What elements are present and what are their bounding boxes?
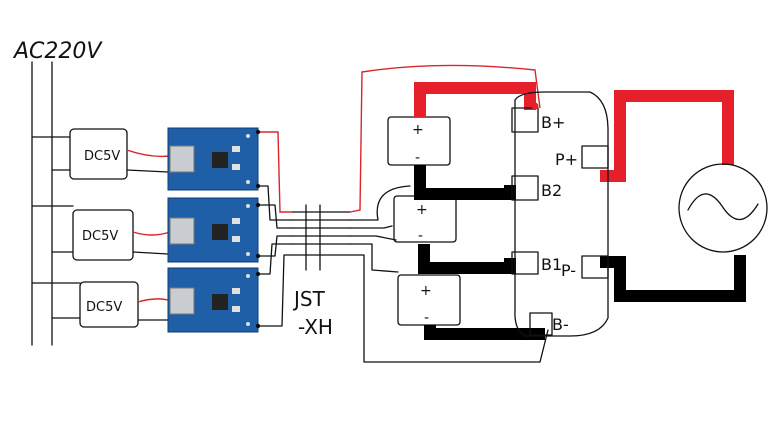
dc5v-module-3: DC5V: [79, 281, 139, 328]
battery-cell-middle: + -: [393, 195, 457, 244]
dc-to-charger-wires: [126, 149, 171, 321]
charger-board-2: [167, 197, 259, 263]
dc5v-module-1: DC5V: [69, 128, 128, 180]
jst-label-xh: -XH: [298, 315, 333, 339]
cell-bot-plus: +: [420, 283, 432, 299]
bms-pin-b2: B2: [541, 181, 562, 200]
battery-cell-bottom: + -: [397, 274, 461, 326]
ac-source-sine-icon: [678, 163, 768, 253]
jst-to-pack-wires: [349, 64, 549, 363]
dc5v-label-3: DC5V: [86, 300, 122, 315]
jst-label: JST: [292, 287, 326, 311]
jst-xh-connector: [292, 204, 351, 271]
charger-to-jst-wires: [255, 129, 294, 329]
pack-heavy-wiring: [414, 82, 746, 340]
cell-mid-plus: +: [416, 202, 428, 218]
dc5v-module-2: DC5V: [72, 209, 134, 261]
battery-cell-top: + -: [387, 116, 451, 166]
cell-mid-minus: -: [418, 228, 423, 244]
mains-bus: [31, 61, 81, 346]
dc5v-label-1: DC5V: [84, 149, 120, 164]
mains-label: AC220V: [12, 39, 103, 64]
bms-pin-p-plus: P+: [555, 150, 578, 169]
charger-board-3: [167, 267, 259, 333]
bms-pin-b-minus: B-: [552, 315, 569, 334]
cell-top-plus: +: [412, 122, 424, 138]
bms-pin-b-plus: B+: [541, 113, 565, 132]
bms-pin-p-minus: P-: [561, 261, 576, 280]
bms-board: [511, 91, 609, 337]
bms-pin-b1: B1: [541, 255, 562, 274]
cell-bot-minus: -: [424, 310, 429, 326]
charger-board-1: [167, 127, 259, 191]
cell-top-minus: -: [415, 150, 420, 166]
dc5v-label-2: DC5V: [82, 229, 118, 244]
